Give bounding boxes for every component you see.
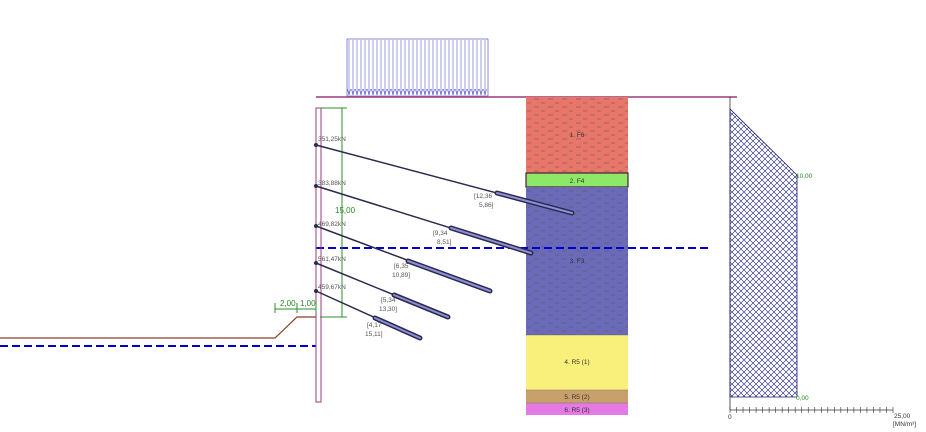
berm-offset-label: 1,00: [300, 299, 316, 308]
anchor-bond-label: [4,17: [367, 322, 382, 329]
anchor-bond-core: [496, 192, 573, 214]
anchors: 351,25kN [12,36 5,86] 383,88kN [9,34 8,5…: [314, 136, 575, 341]
surcharge-arrows: [347, 40, 487, 96]
berm-width-label: 2,00: [280, 299, 296, 308]
surcharge-arrowhead: [415, 88, 419, 96]
surcharge-arrowhead: [363, 88, 367, 96]
surcharge-arrowhead: [379, 88, 383, 96]
excavation-terrain: [0, 316, 316, 339]
axis-end-label: 25,00: [894, 413, 911, 420]
anchor-head: [314, 289, 318, 293]
surcharge-arrowhead: [439, 88, 443, 96]
surcharge-arrowhead: [475, 88, 479, 96]
anchor-5: 459,67kN [4,17 15,11]: [314, 284, 423, 341]
surcharge-arrowhead: [391, 88, 395, 96]
surcharge-arrowhead: [483, 88, 487, 96]
surcharge-arrowhead: [463, 88, 467, 96]
surcharge-arrowhead: [383, 88, 387, 96]
surcharge-arrowhead: [399, 88, 403, 96]
anchor-4: 561,47kN [5,34 13,30]: [314, 256, 451, 320]
modulus-axis-ticks: [729, 407, 894, 413]
anchor-force-label: 459,67kN: [318, 284, 346, 291]
surcharge-arrowhead: [407, 88, 411, 96]
anchor-bond-label: [12,36: [474, 193, 492, 200]
surcharge-arrowhead: [387, 88, 391, 96]
soil-layer-5: [526, 390, 628, 403]
soil-layer-4: [526, 335, 628, 390]
soil-profile: 1. F6 2. F4 3. F3 4. R5 (1) 5. R5 (2) 6.…: [525, 97, 629, 415]
surcharge-arrowhead: [467, 88, 471, 96]
terrain-line: [0, 316, 316, 339]
surcharge-arrowhead: [375, 88, 379, 96]
wall-height-dimension: 15,00: [320, 107, 356, 318]
surcharge-arrowhead: [451, 88, 455, 96]
axis-start-label: 0: [728, 414, 732, 421]
surcharge-arrowhead: [423, 88, 427, 96]
surcharge-arrowhead: [447, 88, 451, 96]
anchor-bond-core: [450, 227, 532, 254]
soil-label-1: 1. F6: [570, 132, 585, 139]
surcharge-arrowhead: [411, 88, 415, 96]
soil-layer-6: [526, 403, 628, 415]
anchor-bond-label: [9,34: [433, 230, 448, 237]
anchor-force-label: 469,82kN: [318, 221, 346, 228]
surcharge-arrowhead: [371, 88, 375, 96]
anchor-bond-label: 13,30]: [379, 306, 397, 313]
modulus-hatch-fill: [730, 109, 797, 397]
anchor-3: 469,82kN [6,35 10,89]: [314, 221, 493, 294]
soil-label-3: 3. F3: [570, 258, 585, 265]
surcharge-arrowhead: [471, 88, 475, 96]
anchor-bond-label: 8,51]: [437, 239, 452, 246]
soil-layer-1-pattern: [526, 97, 628, 173]
modulus-outline: [729, 108, 798, 398]
soil-label-2: 2. F4: [570, 178, 585, 185]
anchor-head: [314, 143, 318, 147]
surcharge-arrowhead: [367, 88, 371, 96]
surcharge-arrowhead: [351, 88, 355, 96]
surcharge-arrowhead: [395, 88, 399, 96]
wall-height-label: 15,00: [335, 206, 356, 215]
surcharge-arrowhead: [455, 88, 459, 96]
sheet-pile-wall: [315, 107, 322, 403]
anchor-bond-label: [6,35: [394, 263, 409, 270]
surcharge-box: [346, 38, 489, 97]
soil-label-5: 5. R5 (2): [564, 394, 589, 401]
anchor-2: 383,88kN [9,34 8,51]: [314, 180, 534, 256]
axis-unit-label: [MN/m³]: [893, 421, 916, 428]
anchor-bond-label: 15,11]: [365, 331, 383, 338]
anchor-head: [314, 224, 318, 228]
anchor-bond-label: 5,86]: [479, 202, 494, 209]
anchor-bond-core: [393, 294, 449, 318]
modulus-bottom-value: 0,00: [796, 395, 809, 402]
modulus-diagram: 10,00 0,00 0 25,00 [MN/m³]: [728, 97, 916, 428]
berm-dimension: 2,00 1,00: [274, 299, 317, 313]
surcharge-arrowhead: [443, 88, 447, 96]
anchor-force-label: 383,88kN: [318, 180, 346, 187]
surcharge-arrowhead: [355, 88, 359, 96]
surcharge-arrowhead: [419, 88, 423, 96]
surcharge-arrowhead: [431, 88, 435, 96]
anchor-force-label: 561,47kN: [318, 256, 346, 263]
surcharge-arrowhead: [403, 88, 407, 96]
surcharge-arrowhead: [347, 88, 351, 96]
surcharge-load: [346, 38, 489, 97]
surcharge-arrowhead: [427, 88, 431, 96]
surcharge-arrowhead: [435, 88, 439, 96]
soil-label-4: 4. R5 (1): [564, 359, 589, 366]
modulus-top-value: 10,00: [796, 173, 813, 180]
soil-label-6: 6. R5 (3): [564, 407, 589, 414]
surcharge-arrowhead: [459, 88, 463, 96]
anchor-bond-label: [5,34: [381, 297, 396, 304]
soil-layer-3-pattern: [526, 187, 628, 335]
surcharge-arrowhead: [479, 88, 483, 96]
anchor-bond-label: 10,89]: [392, 272, 410, 279]
anchor-1: 351,25kN [12,36 5,86]: [314, 136, 575, 216]
anchor-head: [314, 261, 318, 265]
anchor-force-label: 351,25kN: [318, 136, 346, 143]
anchor-head: [314, 184, 318, 188]
anchor-bond-core: [374, 317, 421, 339]
surcharge-arrowhead: [359, 88, 363, 96]
anchor-bond-core: [407, 260, 491, 292]
